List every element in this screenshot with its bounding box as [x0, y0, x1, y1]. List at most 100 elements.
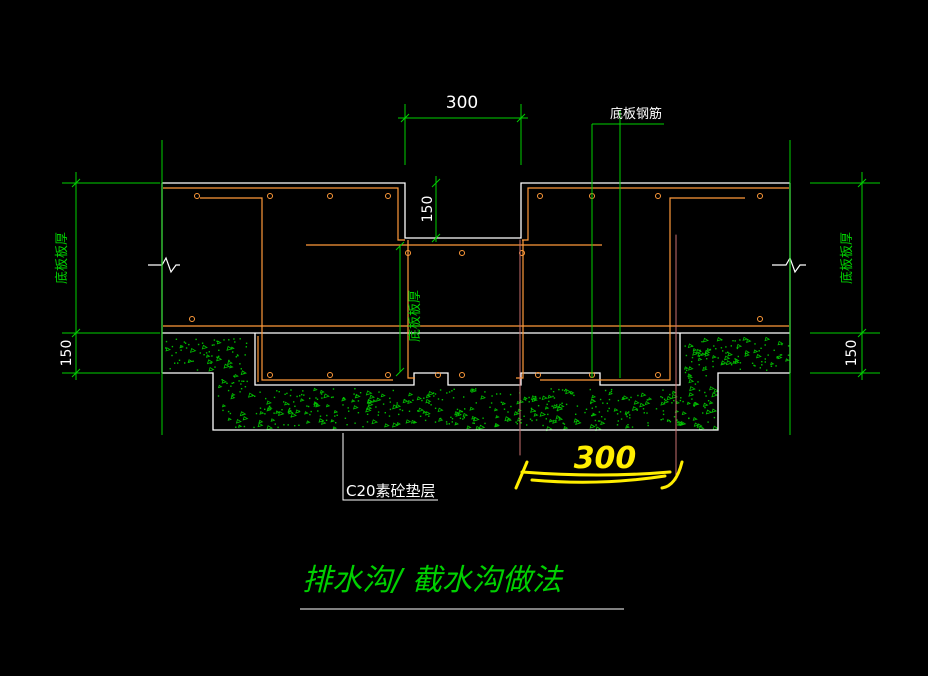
hatch-speck [451, 418, 454, 420]
hatch-speck [434, 421, 437, 423]
hatch-aggregate [408, 392, 414, 397]
label-slab-thickness-right: 底板板厚 [839, 232, 855, 284]
hatch-speck [396, 402, 398, 404]
hatch-speck [520, 422, 522, 424]
hatch-aggregate [466, 425, 472, 430]
hatch-aggregate [706, 348, 712, 352]
hatch-aggregate [563, 425, 569, 430]
hatch-aggregate [688, 366, 694, 371]
cushion-hatch [165, 336, 790, 432]
hatch-speck [276, 390, 278, 392]
hatch-aggregate [688, 392, 695, 397]
hatch-speck [646, 412, 648, 414]
hatch-speck [565, 403, 568, 406]
hatch-aggregate [720, 362, 725, 366]
hatch-aggregate [206, 359, 214, 365]
hatch-speck [776, 357, 778, 359]
hatch-aggregate [475, 425, 481, 431]
hatch-speck [720, 347, 723, 349]
hatch-speck [660, 396, 662, 398]
hatch-aggregate [711, 392, 719, 398]
hatch-speck [325, 419, 328, 421]
hatch-aggregate [395, 403, 402, 409]
hatch-speck [192, 360, 194, 362]
hatch-aggregate [422, 410, 427, 414]
hatch-speck [606, 402, 608, 405]
hatch-aggregate [233, 373, 239, 378]
hatch-speck [671, 402, 673, 404]
hatch-speck [238, 380, 240, 382]
hatch-speck [473, 419, 475, 421]
hatch-aggregate [732, 360, 737, 364]
hatch-aggregate [495, 415, 500, 419]
hatch-speck [239, 338, 241, 340]
hatch-speck [226, 382, 228, 384]
hatch-aggregate [777, 355, 783, 360]
hatch-aggregate [744, 350, 750, 355]
hatch-speck [456, 408, 459, 411]
hatch-speck [734, 358, 736, 360]
hatch-aggregate [494, 408, 499, 412]
hatch-speck [693, 405, 695, 407]
hatch-speck [529, 418, 532, 420]
hatch-speck [712, 365, 714, 368]
hatch-speck [564, 390, 566, 392]
hatch-aggregate [677, 421, 684, 426]
hatch-speck [770, 365, 773, 367]
hatch-speck [754, 365, 756, 367]
hatch-speck [673, 399, 675, 402]
hatch-speck [655, 408, 658, 410]
hatch-aggregate [530, 408, 537, 413]
hatch-speck [472, 422, 474, 424]
hatch-aggregate [288, 410, 294, 415]
hatch-speck [259, 391, 261, 393]
hatch-aggregate [504, 416, 511, 422]
hatch-speck [445, 421, 448, 423]
hatch-speck [294, 405, 296, 407]
hatch-speck [562, 422, 564, 424]
hatch-speck [377, 414, 379, 416]
hatch-aggregate [698, 425, 705, 431]
hatch-speck [775, 365, 777, 367]
hatch-aggregate [692, 351, 699, 356]
hatch-speck [666, 420, 669, 422]
hatch-aggregate [469, 406, 475, 411]
hatch-speck [643, 412, 645, 414]
hatch-speck [589, 388, 591, 391]
hatch-speck [434, 393, 437, 395]
hatch-speck [389, 401, 391, 403]
hatch-speck [701, 341, 703, 343]
hatch-speck [576, 405, 579, 407]
hatch-speck [288, 403, 290, 406]
hatch-speck [301, 393, 303, 396]
hatch-speck [691, 361, 693, 363]
hatch-speck [243, 425, 246, 428]
hatch-aggregate [231, 392, 236, 397]
hatch-speck [739, 362, 742, 364]
hatch-aggregate [332, 426, 338, 430]
hatch-speck [315, 397, 317, 399]
hatch-speck [503, 408, 506, 410]
hatch-speck [459, 417, 462, 419]
hatch-aggregate [405, 419, 412, 424]
hatch-speck [388, 415, 391, 417]
hatch-aggregate [380, 393, 386, 398]
hatch-speck [776, 356, 778, 358]
hatch-aggregate [541, 395, 548, 401]
hatch-speck [637, 394, 639, 397]
hatch-aggregate [226, 345, 233, 351]
hatch-aggregate [318, 418, 325, 423]
hatch-speck [473, 422, 475, 424]
hatch-aggregate [679, 420, 687, 427]
hatch-aggregate [663, 399, 670, 404]
hatch-speck [677, 421, 679, 423]
hatch-speck [534, 399, 536, 401]
label-slab-rebar: 底板钢筋 [610, 106, 662, 122]
hatch-speck [366, 413, 369, 415]
hatch-speck [273, 412, 275, 414]
hatch-speck [217, 395, 220, 397]
hatch-speck [787, 345, 790, 347]
hatch-speck [699, 349, 701, 352]
hatch-speck [347, 407, 349, 409]
hatch-speck [294, 425, 296, 427]
